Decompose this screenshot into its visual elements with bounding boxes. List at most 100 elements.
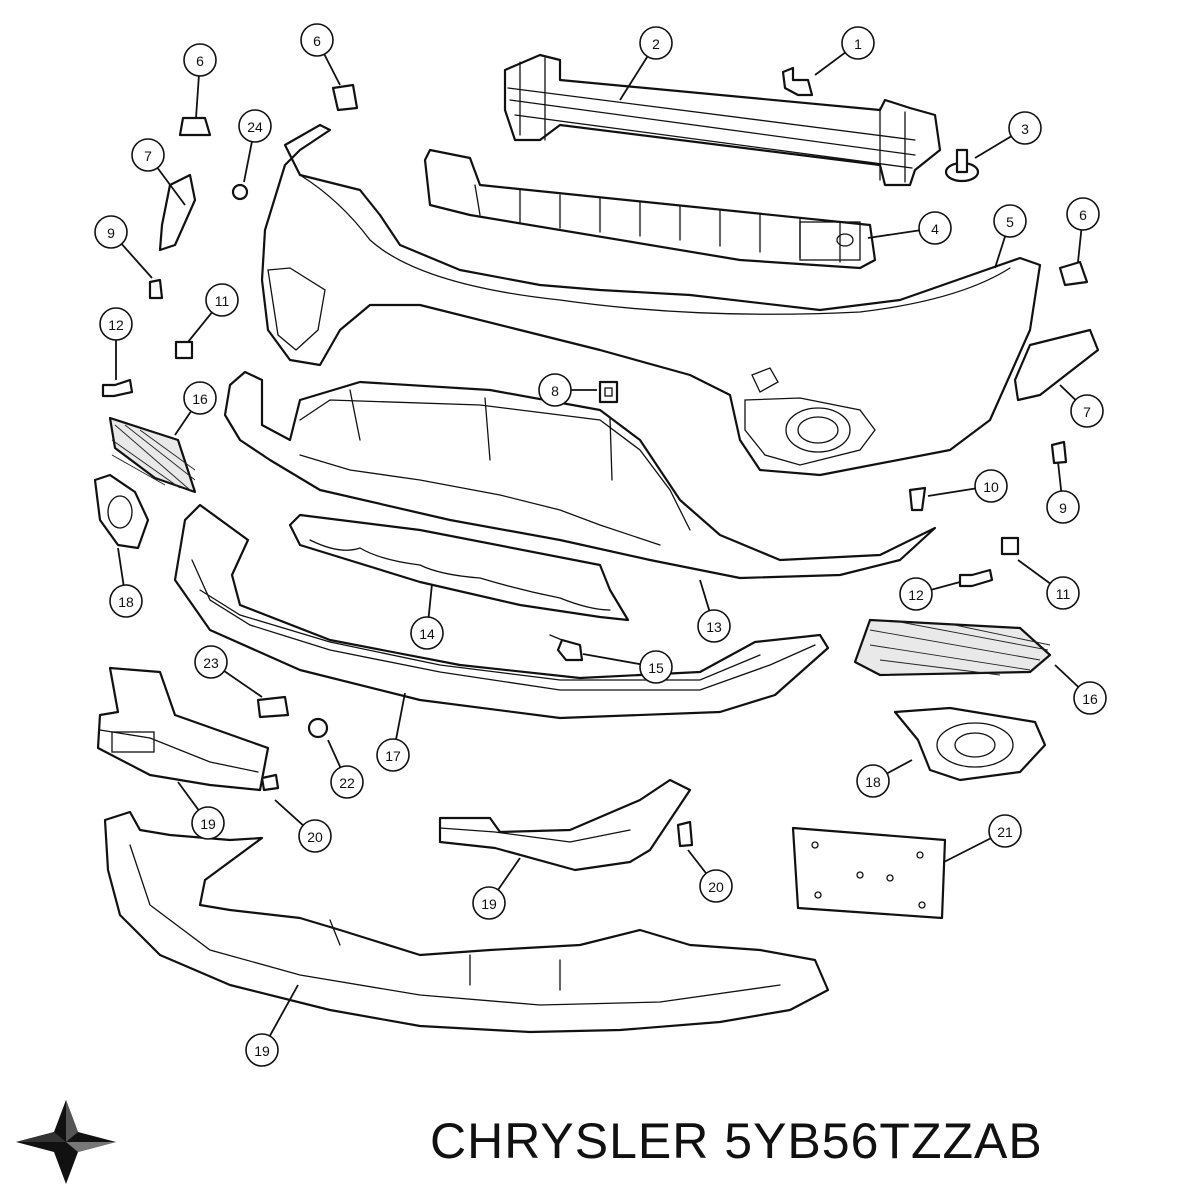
callout-leader: [120, 243, 153, 279]
callout-circle: [1070, 394, 1104, 428]
callout-circle: [94, 215, 128, 249]
callout-number: 15: [648, 660, 664, 676]
callout-circle: [183, 381, 217, 415]
callout-19: 19: [177, 781, 225, 840]
callout-number: 5: [1006, 214, 1014, 230]
callout-circle: [974, 469, 1008, 503]
part-bracket-19-left: [96, 666, 270, 792]
callout-circle: [856, 764, 890, 798]
callout-number: 13: [706, 619, 722, 635]
callout-16: 16: [174, 381, 217, 436]
part-fog-bezel-right: [893, 706, 1047, 782]
callout-number: 20: [307, 829, 323, 845]
callout-circle: [993, 204, 1027, 238]
callout-13: 13: [697, 579, 731, 643]
callout-leader: [1054, 664, 1079, 688]
callout-2: 2: [619, 26, 673, 101]
callout-leader: [395, 692, 406, 740]
callout-number: 3: [1021, 121, 1029, 137]
part-lower-fascia: [223, 370, 937, 580]
callout-20: 20: [274, 799, 332, 853]
callout-circle: [1008, 111, 1042, 145]
callout-leader: [187, 311, 213, 343]
callout-circle: [841, 26, 875, 60]
callout-circle: [300, 23, 334, 57]
callout-18: 18: [856, 759, 913, 798]
callout-23: 23: [194, 645, 263, 698]
callout-number: 2: [652, 36, 660, 52]
callout-8: 8: [538, 373, 597, 407]
callout-17: 17: [376, 692, 410, 772]
callout-number: 6: [313, 33, 321, 49]
callout-number: 9: [107, 225, 115, 241]
callout-22: 22: [327, 739, 364, 799]
callout-leader: [814, 51, 846, 76]
callout-circle: [205, 283, 239, 317]
callout-24: 24: [238, 109, 272, 183]
callout-leader: [1077, 229, 1083, 263]
callout-11: 11: [1017, 559, 1080, 610]
callout-leader: [323, 53, 341, 86]
callout-9: 9: [1046, 461, 1080, 524]
part-splash-shield: [103, 810, 830, 1034]
callout-number: 10: [983, 479, 999, 495]
callout-number: 18: [865, 774, 881, 790]
callout-number: 11: [1056, 586, 1071, 602]
callout-10: 10: [927, 469, 1008, 503]
callout-number: 23: [203, 655, 219, 671]
callout-7: 7: [131, 138, 186, 206]
callout-leader: [177, 781, 200, 811]
callout-number: 12: [108, 317, 124, 333]
part-tow-hook-cover: [549, 634, 584, 662]
part-fog-bezel-left: [93, 473, 150, 550]
callout-leader: [867, 229, 920, 239]
callout-6: 6: [300, 23, 341, 86]
callout-15: 15: [582, 650, 673, 684]
part-bracket-19-middle: [438, 778, 692, 872]
callout-number: 16: [192, 391, 208, 407]
fasteners: [101, 83, 1100, 848]
callout-circle: [1066, 197, 1100, 231]
callout-leader: [268, 984, 299, 1037]
callout-number: 4: [931, 221, 939, 237]
callout-leader: [619, 56, 649, 101]
callout-number: 24: [247, 119, 263, 135]
callout-circle: [899, 577, 933, 611]
callout-number: 19: [254, 1043, 270, 1059]
callout-20: 20: [687, 849, 733, 903]
callout-number: 8: [551, 383, 559, 399]
callout-19: 19: [245, 984, 299, 1067]
part-bracket: [781, 66, 814, 97]
part-grille-left: [108, 416, 197, 494]
callout-number: 22: [339, 775, 355, 791]
callout-circle: [245, 1033, 279, 1067]
part-push-pin: [944, 148, 980, 183]
callout-leader: [1017, 559, 1051, 585]
callout-number: 7: [1083, 404, 1091, 420]
callout-4: 4: [867, 211, 952, 245]
callout-19: 19: [472, 857, 521, 920]
callout-leader: [195, 75, 200, 119]
callout-5: 5: [993, 204, 1027, 269]
callout-leader: [327, 739, 342, 768]
callout-circle: [472, 886, 506, 920]
callout-leader: [497, 857, 521, 891]
part-cover-plug: [598, 380, 619, 404]
callout-circle: [99, 307, 133, 341]
callout-circle: [410, 616, 444, 650]
callout-12: 12: [899, 577, 961, 611]
callout-leader: [943, 837, 992, 863]
part-reinforcement-beam: [503, 53, 942, 187]
callout-circle: [376, 738, 410, 772]
callout-number: 14: [419, 626, 435, 642]
callout-circle: [238, 109, 272, 143]
part-fascia-upper: [260, 123, 1042, 477]
callout-number: 11: [215, 293, 230, 309]
callout-number: 17: [385, 748, 401, 764]
callout-circle: [988, 814, 1022, 848]
callout-circle: [1046, 490, 1080, 524]
callout-16: 16: [1054, 664, 1107, 715]
callout-leader: [223, 670, 263, 698]
callout-circle: [918, 211, 952, 245]
